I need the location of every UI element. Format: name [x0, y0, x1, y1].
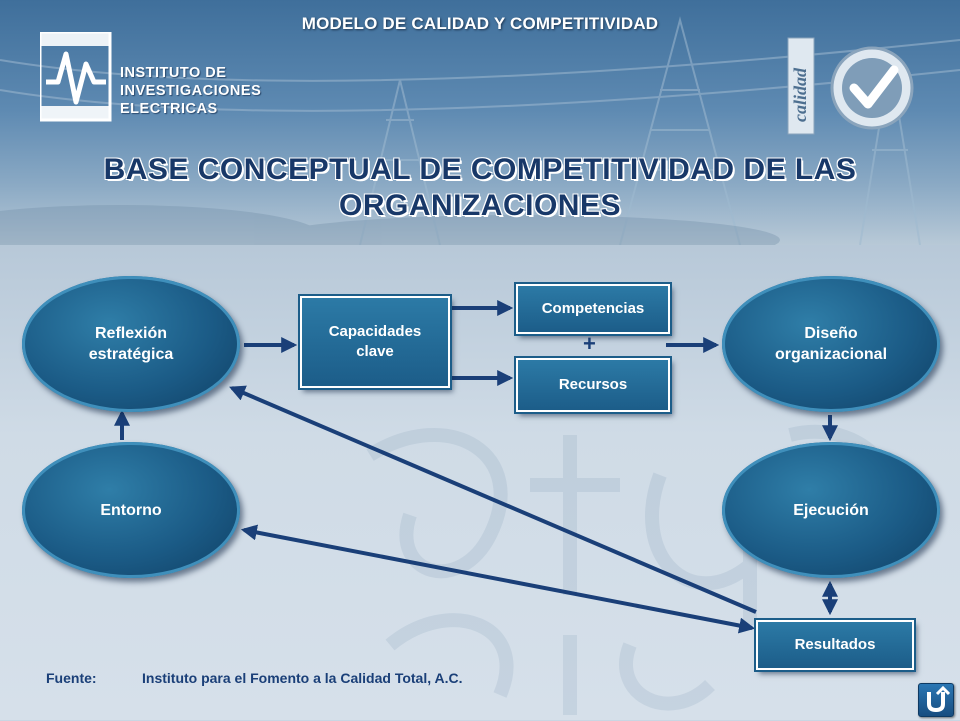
node-label: organizacional	[774, 346, 888, 363]
logo-line: ELECTRICAS	[120, 101, 218, 117]
return-button[interactable]	[918, 683, 954, 717]
node-label: Ejecución	[793, 501, 869, 519]
node-reflexion-estrategica: Reflexión estratégica	[22, 276, 240, 412]
iie-logo-icon	[40, 32, 112, 122]
node-ejecucion: Ejecución	[722, 442, 940, 578]
logo-line: INSTITUTO DE	[120, 65, 227, 81]
main-title-line: ORGANIZACIONES	[338, 189, 621, 222]
source-label: Fuente:	[46, 670, 97, 686]
node-entorno: Entorno	[22, 442, 240, 578]
arrow-resultados-entorno	[240, 524, 756, 634]
seal-text: calidad	[790, 67, 810, 122]
logo-line: INVESTIGACIONES	[120, 83, 262, 99]
node-label: Recursos	[558, 376, 628, 393]
return-arrow-icon	[927, 685, 951, 713]
header-banner: MODELO DE CALIDAD Y COMPETITIVIDAD INSTI…	[0, 0, 960, 245]
source-text: Instituto para el Fomento a la Calidad T…	[142, 670, 463, 686]
node-capacidades-clave: Capacidades clave	[298, 294, 452, 390]
node-label: Capacidades	[328, 323, 422, 340]
power-lines-background	[0, 16, 960, 245]
node-label: Reflexión	[94, 325, 167, 342]
node-label: estratégica	[88, 346, 174, 363]
node-resultados: Resultados	[754, 618, 916, 672]
node-label: Entorno	[100, 501, 162, 519]
source-note: Fuente: Instituto para el Fomento a la Ca…	[46, 670, 462, 686]
main-title: BASE CONCEPTUAL DE COMPETITIVIDAD DE LAS…	[40, 152, 920, 224]
node-label: clave	[356, 343, 394, 360]
node-competencias: Competencias	[514, 282, 672, 336]
logo-text: INSTITUTO DE INVESTIGACIONES ELECTRICAS	[120, 64, 261, 118]
node-label: Competencias	[541, 300, 645, 317]
node-diseno-organizacional: Diseño organizacional	[722, 276, 940, 412]
calidad-seal-icon: calidad	[787, 37, 914, 135]
node-label: Diseño	[804, 325, 858, 342]
plus-sign: +	[583, 331, 596, 356]
node-label: Resultados	[794, 636, 876, 653]
node-recursos: Recursos	[514, 356, 672, 414]
main-title-line: BASE CONCEPTUAL DE COMPETITIVIDAD DE LAS	[103, 153, 857, 186]
header-top-title: MODELO DE CALIDAD Y COMPETITIVIDAD	[301, 14, 659, 33]
